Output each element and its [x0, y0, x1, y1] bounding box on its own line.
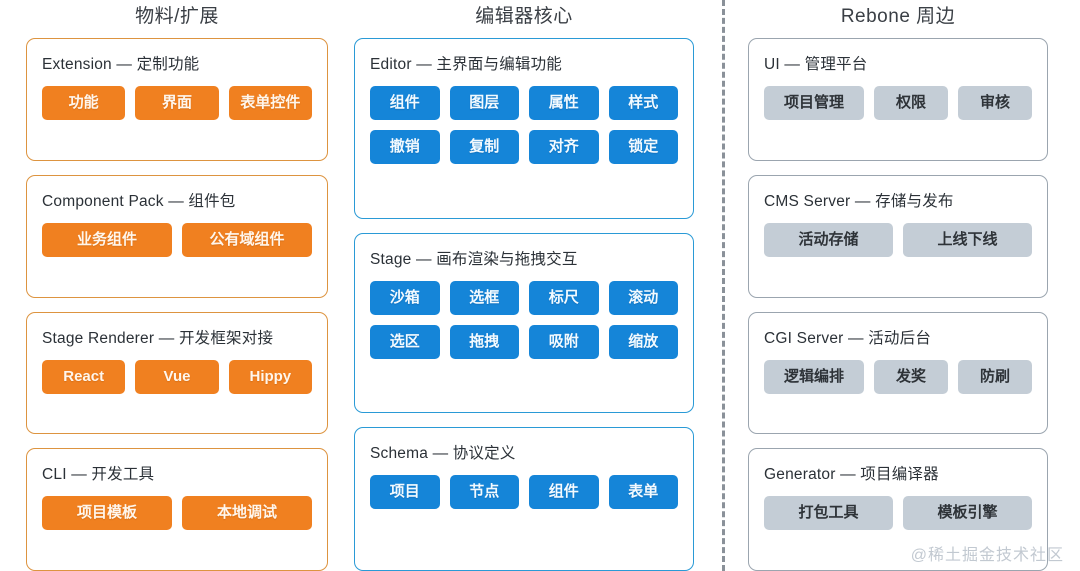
tag-grid-schema: 项目 节点 组件 表单 — [370, 475, 678, 509]
card-cli[interactable]: CLI — 开发工具 项目模板 本地调试 — [26, 448, 328, 571]
card-title-generator: Generator — 项目编译器 — [764, 466, 939, 484]
tag-grid-ui: 项目管理 权限 审核 — [764, 86, 1032, 120]
tag-item[interactable]: 逻辑编排 — [764, 359, 864, 394]
tag-item[interactable]: 功能 — [42, 86, 126, 120]
card-title-extension: Extension — 定制功能 — [42, 56, 200, 73]
tag-item[interactable]: Hippy — [228, 359, 312, 394]
tag-item[interactable]: 界面 — [135, 86, 219, 120]
card-list-materials: Extension — 定制功能 功能 界面 表单控件 Component Pa… — [26, 38, 328, 571]
tag-item[interactable]: 选区 — [370, 324, 440, 359]
tag-item[interactable]: 样式 — [608, 86, 678, 120]
card-title-cms-server: CMS Server — 存储与发布 — [764, 192, 954, 210]
column-title-materials: 物料/扩展 — [135, 6, 219, 27]
tag-item[interactable]: 模板引擎 — [903, 496, 1032, 531]
column-rebone-periphery: Rebone 周边 UI — 管理平台 项目管理 权限 审核 CMS Serve… — [710, 0, 1080, 571]
card-generator[interactable]: Generator — 项目编译器 打包工具 模板引擎 — [748, 448, 1048, 571]
tag-item[interactable]: 滚动 — [608, 280, 678, 315]
card-schema[interactable]: Schema — 协议定义 项目 节点 组件 表单 — [354, 427, 694, 571]
tag-item[interactable]: 沙箱 — [370, 280, 440, 315]
tag-item[interactable]: 对齐 — [529, 130, 599, 164]
card-stage-renderer[interactable]: Stage Renderer — 开发框架对接 React Vue Hippy — [26, 311, 328, 435]
tag-item[interactable]: 发奖 — [873, 359, 948, 394]
tag-item[interactable]: 图层 — [449, 86, 519, 120]
tag-grid-extension: 功能 界面 表单控件 — [42, 86, 312, 120]
card-stage[interactable]: Stage — 画布渲染与拖拽交互 沙箱 选框 标尺 滚动 选区 拖拽 吸附 缩… — [354, 232, 694, 413]
tag-item[interactable]: 撤销 — [370, 130, 440, 164]
tag-item[interactable]: 打包工具 — [764, 496, 893, 531]
card-ui[interactable]: UI — 管理平台 项目管理 权限 审核 — [748, 38, 1048, 161]
column-title-editor-core: 编辑器核心 — [475, 6, 573, 27]
tag-item[interactable]: 节点 — [449, 475, 519, 509]
card-list-editor-core: Editor — 主界面与编辑功能 组件 图层 属性 样式 撤销 复制 对齐 锁… — [354, 38, 694, 571]
card-extension[interactable]: Extension — 定制功能 功能 界面 表单控件 — [26, 38, 328, 161]
card-title-component-pack: Component Pack — 组件包 — [42, 192, 236, 210]
watermark: @稀土掘金技术社区 — [910, 547, 1064, 564]
card-title-stage: Stage — 画布渲染与拖拽交互 — [370, 250, 578, 268]
tag-item[interactable]: 属性 — [529, 86, 599, 120]
tag-grid-component-pack: 业务组件 公有域组件 — [42, 222, 312, 257]
card-title-stage-renderer: Stage Renderer — 开发框架对接 — [42, 329, 274, 347]
card-title-editor: Editor — 主界面与编辑功能 — [370, 56, 563, 73]
tag-item[interactable]: 项目 — [370, 475, 440, 509]
tag-item[interactable]: 业务组件 — [42, 222, 172, 257]
tag-item[interactable]: 项目管理 — [764, 86, 864, 120]
tag-item[interactable]: 锁定 — [608, 130, 678, 164]
tag-item[interactable]: 活动存储 — [764, 222, 893, 257]
tag-item[interactable]: 吸附 — [529, 324, 599, 359]
card-title-ui: UI — 管理平台 — [764, 56, 868, 73]
card-editor[interactable]: Editor — 主界面与编辑功能 组件 图层 属性 样式 撤销 复制 对齐 锁… — [354, 38, 694, 219]
card-component-pack[interactable]: Component Pack — 组件包 业务组件 公有域组件 — [26, 174, 328, 298]
tag-item[interactable]: 防刷 — [957, 359, 1032, 394]
tag-item[interactable]: 上线下线 — [903, 222, 1032, 257]
card-list-rebone-periphery: UI — 管理平台 项目管理 权限 审核 CMS Server — 存储与发布 … — [748, 38, 1048, 571]
tag-item[interactable]: 拖拽 — [449, 324, 519, 359]
column-materials: 物料/扩展 Extension — 定制功能 功能 界面 表单控件 Compon… — [0, 0, 350, 571]
tag-item[interactable]: 表单 — [608, 475, 678, 509]
tag-grid-cli: 项目模板 本地调试 — [42, 496, 312, 531]
card-cms-server[interactable]: CMS Server — 存储与发布 活动存储 上线下线 — [748, 174, 1048, 298]
tag-item[interactable]: 公有域组件 — [182, 222, 312, 257]
tag-item[interactable]: 组件 — [529, 475, 599, 509]
tag-item[interactable]: 选框 — [449, 280, 519, 315]
tag-grid-stage: 沙箱 选框 标尺 滚动 选区 拖拽 吸附 缩放 — [370, 280, 678, 359]
card-cgi-server[interactable]: CGI Server — 活动后台 逻辑编排 发奖 防刷 — [748, 311, 1048, 435]
tag-item[interactable]: 组件 — [370, 86, 440, 120]
tag-grid-cms-server: 活动存储 上线下线 — [764, 222, 1032, 257]
tag-grid-editor: 组件 图层 属性 样式 撤销 复制 对齐 锁定 — [370, 86, 678, 164]
tag-grid-generator: 打包工具 模板引擎 — [764, 496, 1032, 531]
tag-grid-cgi-server: 逻辑编排 发奖 防刷 — [764, 359, 1032, 394]
column-editor-core: 编辑器核心 Editor — 主界面与编辑功能 组件 图层 属性 样式 撤销 复… — [350, 0, 710, 571]
tag-item[interactable]: 权限 — [873, 86, 948, 120]
tag-item[interactable]: 标尺 — [529, 280, 599, 315]
tag-item[interactable]: 缩放 — [608, 324, 678, 359]
tag-item[interactable]: 表单控件 — [228, 86, 312, 120]
tag-item[interactable]: 审核 — [957, 86, 1032, 120]
column-title-rebone-periphery: Rebone 周边 — [840, 6, 956, 27]
tag-item[interactable]: 项目模板 — [42, 496, 172, 531]
card-title-cgi-server: CGI Server — 活动后台 — [764, 329, 932, 347]
tag-item[interactable]: 本地调试 — [182, 496, 312, 531]
card-title-schema: Schema — 协议定义 — [370, 445, 516, 462]
card-title-cli: CLI — 开发工具 — [42, 466, 155, 484]
tag-grid-stage-renderer: React Vue Hippy — [42, 359, 312, 394]
column-divider — [722, 0, 725, 571]
tag-item[interactable]: React — [42, 359, 126, 394]
tag-item[interactable]: 复制 — [449, 130, 519, 164]
tag-item[interactable]: Vue — [135, 359, 219, 394]
